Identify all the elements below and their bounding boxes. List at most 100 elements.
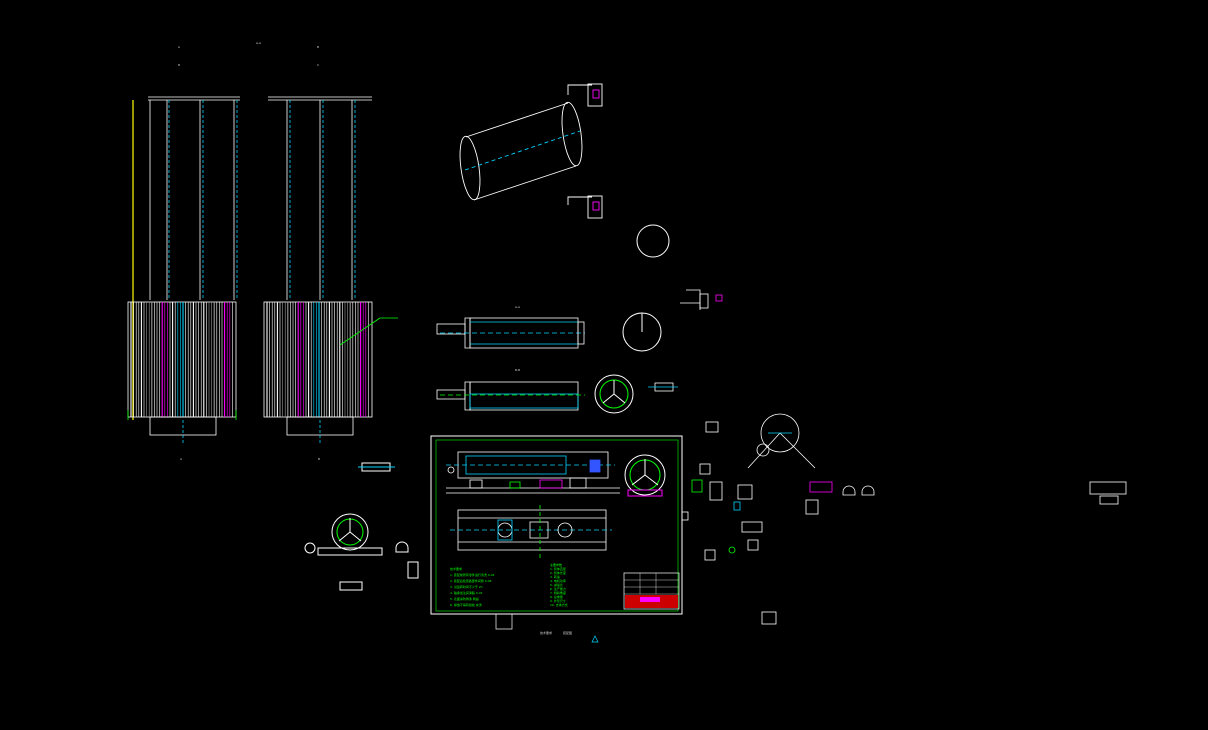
part <box>705 421 719 433</box>
wheel-base <box>317 547 383 556</box>
title-magenta-mark <box>640 597 660 602</box>
small-detail-1 <box>680 289 723 310</box>
bracket-lower <box>567 196 592 205</box>
bearing-block-upper <box>587 83 603 107</box>
spoke <box>644 474 659 486</box>
label-bottom-a: A <box>180 457 183 461</box>
small-circle <box>304 542 316 554</box>
dome <box>842 485 856 496</box>
assembly-sheet: 技术要求 1. 装配前所有零件进行清洗 0.04 2. 装配后检查各部件间隙 0… <box>430 435 683 615</box>
left-labels: A-A A B B C A B <box>178 41 320 461</box>
drum-cylinder <box>459 83 603 219</box>
note-right-2: 2. 筒体长度 <box>550 570 566 575</box>
label-top-d: C <box>317 63 319 67</box>
note-right-9: 9. 外形尺寸 <box>550 598 566 603</box>
small-gear <box>756 443 770 457</box>
part-cyan <box>733 501 741 511</box>
part-green <box>691 479 703 493</box>
end-cap <box>577 321 585 345</box>
bearing-block-lower <box>587 195 603 219</box>
dome <box>861 485 875 496</box>
part <box>709 481 723 501</box>
note-left-4: 4. 轴承加注润滑脂 0.02 <box>450 590 483 595</box>
flange <box>464 381 471 411</box>
wheel-outer <box>594 374 634 414</box>
spoke <box>613 393 626 404</box>
support <box>469 479 483 489</box>
bracket-upper <box>567 84 592 95</box>
wheel-view-1 <box>594 374 634 414</box>
large-gear-circle <box>760 413 800 453</box>
small-dome <box>395 541 409 553</box>
support <box>509 481 521 489</box>
left-column-assembly-1 <box>127 96 240 445</box>
drum-end-right <box>561 101 583 167</box>
gear-line <box>779 432 816 469</box>
wheel-outer <box>624 454 666 496</box>
note-right-3: 3. 转速 <box>550 574 560 579</box>
detail-rect <box>699 293 709 309</box>
drum-axis <box>464 130 581 171</box>
small-circle <box>728 546 736 554</box>
plan-wheel <box>557 522 573 538</box>
title-block <box>623 572 680 610</box>
circle-views <box>622 224 670 352</box>
plan-bearing <box>497 519 513 541</box>
note-left-2: 2. 装配后检查各部件间隙 0.08 <box>450 578 492 583</box>
part <box>699 463 711 475</box>
drum-inner <box>469 393 579 409</box>
wheel-outer <box>331 513 369 551</box>
part-magenta <box>809 481 833 493</box>
part <box>737 484 753 500</box>
far-right-part <box>1089 481 1127 495</box>
part <box>761 611 777 625</box>
horizontal-drum-view-1 <box>436 317 585 349</box>
part <box>704 549 716 561</box>
sheet-border-inner <box>435 439 679 612</box>
label-top-center: A-A <box>256 41 262 45</box>
lower-left-wheel-assembly <box>304 462 419 591</box>
sheet-notes: 技术要求 1. 装配前所有零件进行清洗 0.04 2. 装配后检查各部件间隙 0… <box>450 562 568 607</box>
far-right-part-2 <box>1099 495 1119 505</box>
pulley <box>447 466 455 474</box>
left-column-assembly-2 <box>263 96 398 445</box>
note-left-3: 3. 试运转时间不少于 2h <box>450 584 483 589</box>
view-label-1: A-A <box>515 305 521 309</box>
circle-view-1 <box>636 224 670 258</box>
caption-1: 技术要求 <box>540 630 552 635</box>
note-right-6: 6. 生产能力 <box>550 586 566 591</box>
bearing-detail-lower <box>592 201 600 211</box>
support <box>569 477 587 489</box>
note-right-7: 7. 倾斜角度 <box>550 590 566 595</box>
note-left-0: 技术要求 <box>450 566 462 571</box>
note-right-0: 主要参数 <box>550 562 562 567</box>
part-rect-2 <box>407 561 419 579</box>
note-right-10: 10. 支承方式 <box>550 602 568 607</box>
detail-path <box>686 289 701 310</box>
drum-top-edge <box>465 102 569 138</box>
view-label-2: B-B <box>515 368 520 372</box>
drum-end-left <box>459 135 481 201</box>
leader-line <box>339 317 381 346</box>
small-frame <box>495 613 513 630</box>
note-right-4: 4. 电机功率 <box>550 578 566 583</box>
sheet-main-view <box>446 451 620 494</box>
spoke <box>631 474 646 486</box>
sheet-plan-view <box>450 505 612 558</box>
part <box>741 521 763 533</box>
drum-bottom-edge <box>473 165 577 201</box>
note-right-8: 8. 总重量 <box>550 594 563 599</box>
note-right-5: 5. 减速比 <box>550 582 563 587</box>
shaft-stub <box>436 389 466 400</box>
sheet-border-outer <box>430 435 683 615</box>
label-top-b: B <box>317 45 319 49</box>
spoke <box>338 531 351 542</box>
spoke <box>349 531 362 542</box>
right-scattered-parts <box>681 413 1127 625</box>
horizontal-drum-view-2 <box>436 381 585 411</box>
note-right-1: 1. 筒体直径 <box>550 566 566 571</box>
label-bottom-b: B <box>318 457 320 461</box>
gear-line <box>747 432 781 469</box>
spoke <box>602 393 615 404</box>
